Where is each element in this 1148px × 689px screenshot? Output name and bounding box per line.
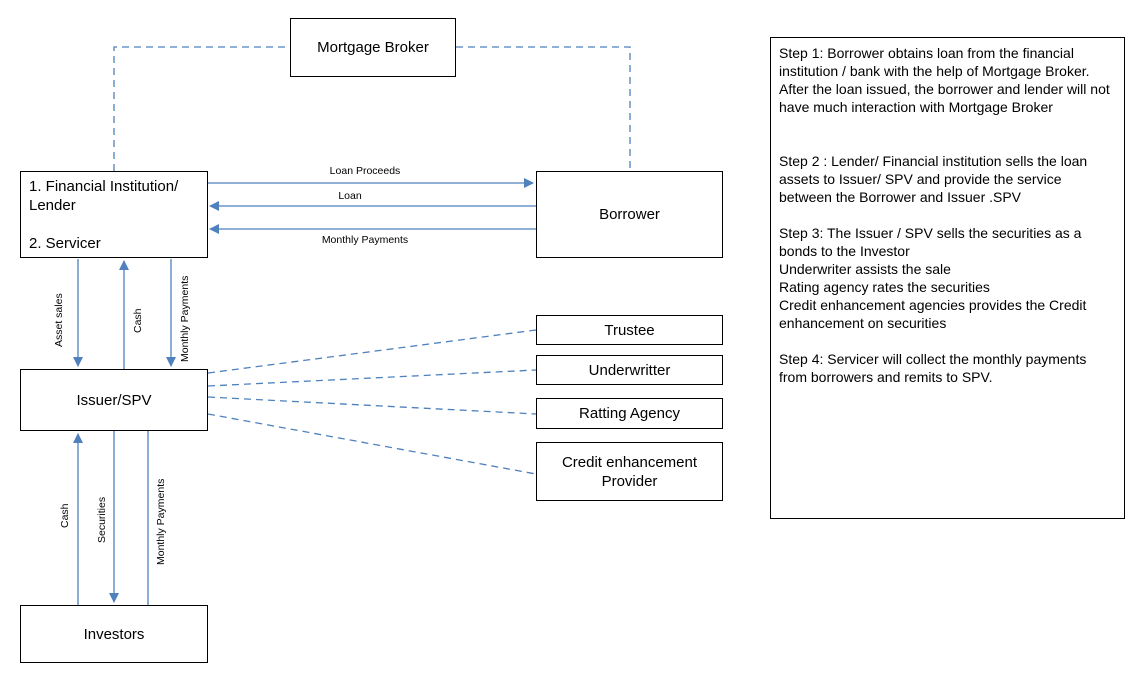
step-3-credit: Credit enhancement agencies provides the… xyxy=(779,297,1087,331)
credit-enhancement-link xyxy=(207,413,537,475)
mortgage-broker-label: Mortgage Broker xyxy=(317,39,429,56)
broker-borrower-link xyxy=(456,46,631,171)
lender-label-line2: Lender xyxy=(29,197,76,214)
rating-agency-label: Ratting Agency xyxy=(579,405,680,422)
step-spacer xyxy=(779,116,1118,152)
underwriter-box: Underwritter xyxy=(536,355,723,385)
step-1-text: Step 1: Borrower obtains loan from the f… xyxy=(779,45,1090,79)
step-spacer xyxy=(779,332,1118,350)
investors-box: Investors xyxy=(20,605,208,663)
credit-enhancement-box: Credit enhancement Provider xyxy=(536,442,723,501)
rating-agency-link xyxy=(207,396,537,415)
cash-servicer-label: Cash xyxy=(132,308,144,333)
monthly-payments-investors-label: Monthly Payments xyxy=(155,478,167,565)
step-spacer xyxy=(779,206,1118,224)
credit-enhancement-label-line2: Provider xyxy=(601,472,658,490)
step-2-text: Step 2 : Lender/ Financial institution s… xyxy=(779,153,1088,205)
issuer-spv-label: Issuer/SPV xyxy=(76,391,152,409)
monthly-payments-label: Monthly Payments xyxy=(321,234,409,246)
trustee-box: Trustee xyxy=(536,315,723,345)
trustee-link xyxy=(207,329,537,374)
lender-box: 1. Financial Institution/ Lender 2. Serv… xyxy=(20,171,208,258)
asset-sales-label: Asset sales xyxy=(53,293,65,347)
borrower-label: Borrower xyxy=(599,206,660,223)
mortgage-broker-box: Mortgage Broker xyxy=(290,18,456,77)
lender-label-line1: 1. Financial Institution/ xyxy=(29,178,179,195)
step-3-text: Step 3: The Issuer / SPV sells the secur… xyxy=(779,225,1082,259)
cash-investors-label: Cash xyxy=(59,503,71,528)
step-3-underwriter: Underwriter assists the sale xyxy=(779,261,951,277)
underwriter-link xyxy=(207,369,537,387)
steps-panel: Step 1: Borrower obtains loan from the f… xyxy=(770,37,1125,519)
borrower-box: Borrower xyxy=(536,171,723,258)
servicer-label: 2. Servicer xyxy=(29,235,101,252)
broker-lender-link xyxy=(113,46,290,171)
step-1-detail: After the loan issued, the borrower and … xyxy=(779,81,1110,115)
securities-label: Securities xyxy=(96,496,108,543)
loan-proceeds-label: Loan Proceeds xyxy=(329,165,401,177)
issuer-spv-box: Issuer/SPV xyxy=(20,369,208,431)
monthly-payments-servicer-label: Monthly Payments xyxy=(179,275,191,362)
step-3-rating: Rating agency rates the securities xyxy=(779,279,990,295)
step-4-text: Step 4: Servicer will collect the monthl… xyxy=(779,351,1087,385)
trustee-label: Trustee xyxy=(604,321,655,339)
credit-enhancement-label-line1: Credit enhancement xyxy=(561,453,698,471)
underwriter-label: Underwritter xyxy=(588,361,671,379)
rating-agency-box: Ratting Agency xyxy=(536,398,723,429)
investors-label: Investors xyxy=(83,625,145,643)
loan-label: Loan xyxy=(338,190,362,202)
